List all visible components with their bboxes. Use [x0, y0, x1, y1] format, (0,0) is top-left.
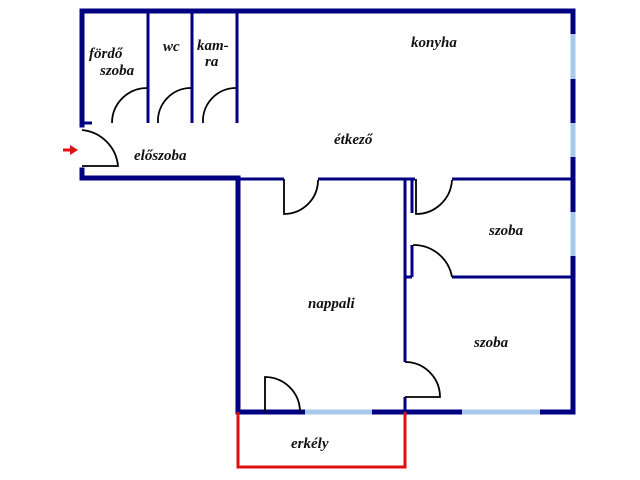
label-bathroom-2: szoba: [99, 63, 135, 79]
label-pantry-2: ra: [205, 54, 219, 70]
label-kitchen: konyha: [411, 35, 457, 51]
doors: [81, 87, 453, 413]
label-living: nappali: [308, 296, 356, 312]
label-dining: étkező: [334, 132, 374, 148]
label-wc: wc: [163, 39, 180, 55]
label-balcony: erkély: [291, 436, 329, 452]
label-pantry-1: kam-: [197, 38, 229, 54]
entrance-arrow-icon: [63, 145, 78, 155]
label-room-1: szoba: [488, 223, 524, 239]
windows: [305, 34, 576, 415]
label-bathroom-1: fördő: [89, 46, 124, 62]
balcony-outline: [236, 412, 407, 469]
label-hall: előszoba: [134, 148, 187, 164]
walls: [79, 8, 576, 415]
label-room-2: szoba: [473, 335, 509, 351]
